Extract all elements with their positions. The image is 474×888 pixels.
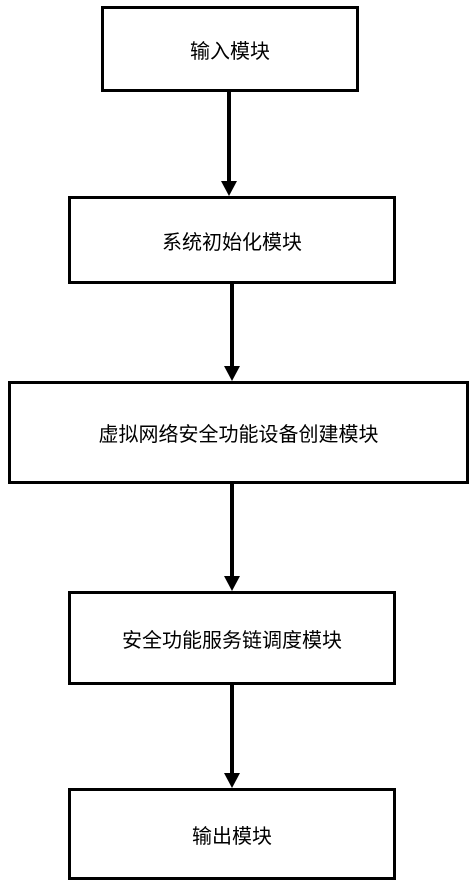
- vnf-creation-module-box: 虚拟网络安全功能设备创建模块: [8, 381, 469, 484]
- sfc-scheduling-module-label: 安全功能服务链调度模块: [122, 627, 342, 652]
- input-module-box: 输入模块: [101, 6, 359, 92]
- arrow-sfc-schedule-to-output: [224, 685, 240, 788]
- arrow-vnf-create-to-sfc-schedule: [224, 484, 240, 591]
- output-module-box: 输出模块: [68, 788, 396, 880]
- arrow-input-to-init: [221, 92, 237, 196]
- sfc-scheduling-module-box: 安全功能服务链调度模块: [68, 591, 396, 685]
- system-init-module-box: 系统初始化模块: [68, 196, 396, 284]
- arrow-init-to-vnf-create: [224, 284, 240, 381]
- system-init-module-label: 系统初始化模块: [162, 229, 302, 254]
- input-module-label: 输入模块: [190, 38, 270, 63]
- vnf-creation-module-label: 虚拟网络安全功能设备创建模块: [98, 422, 379, 446]
- output-module-label: 输出模块: [192, 823, 272, 848]
